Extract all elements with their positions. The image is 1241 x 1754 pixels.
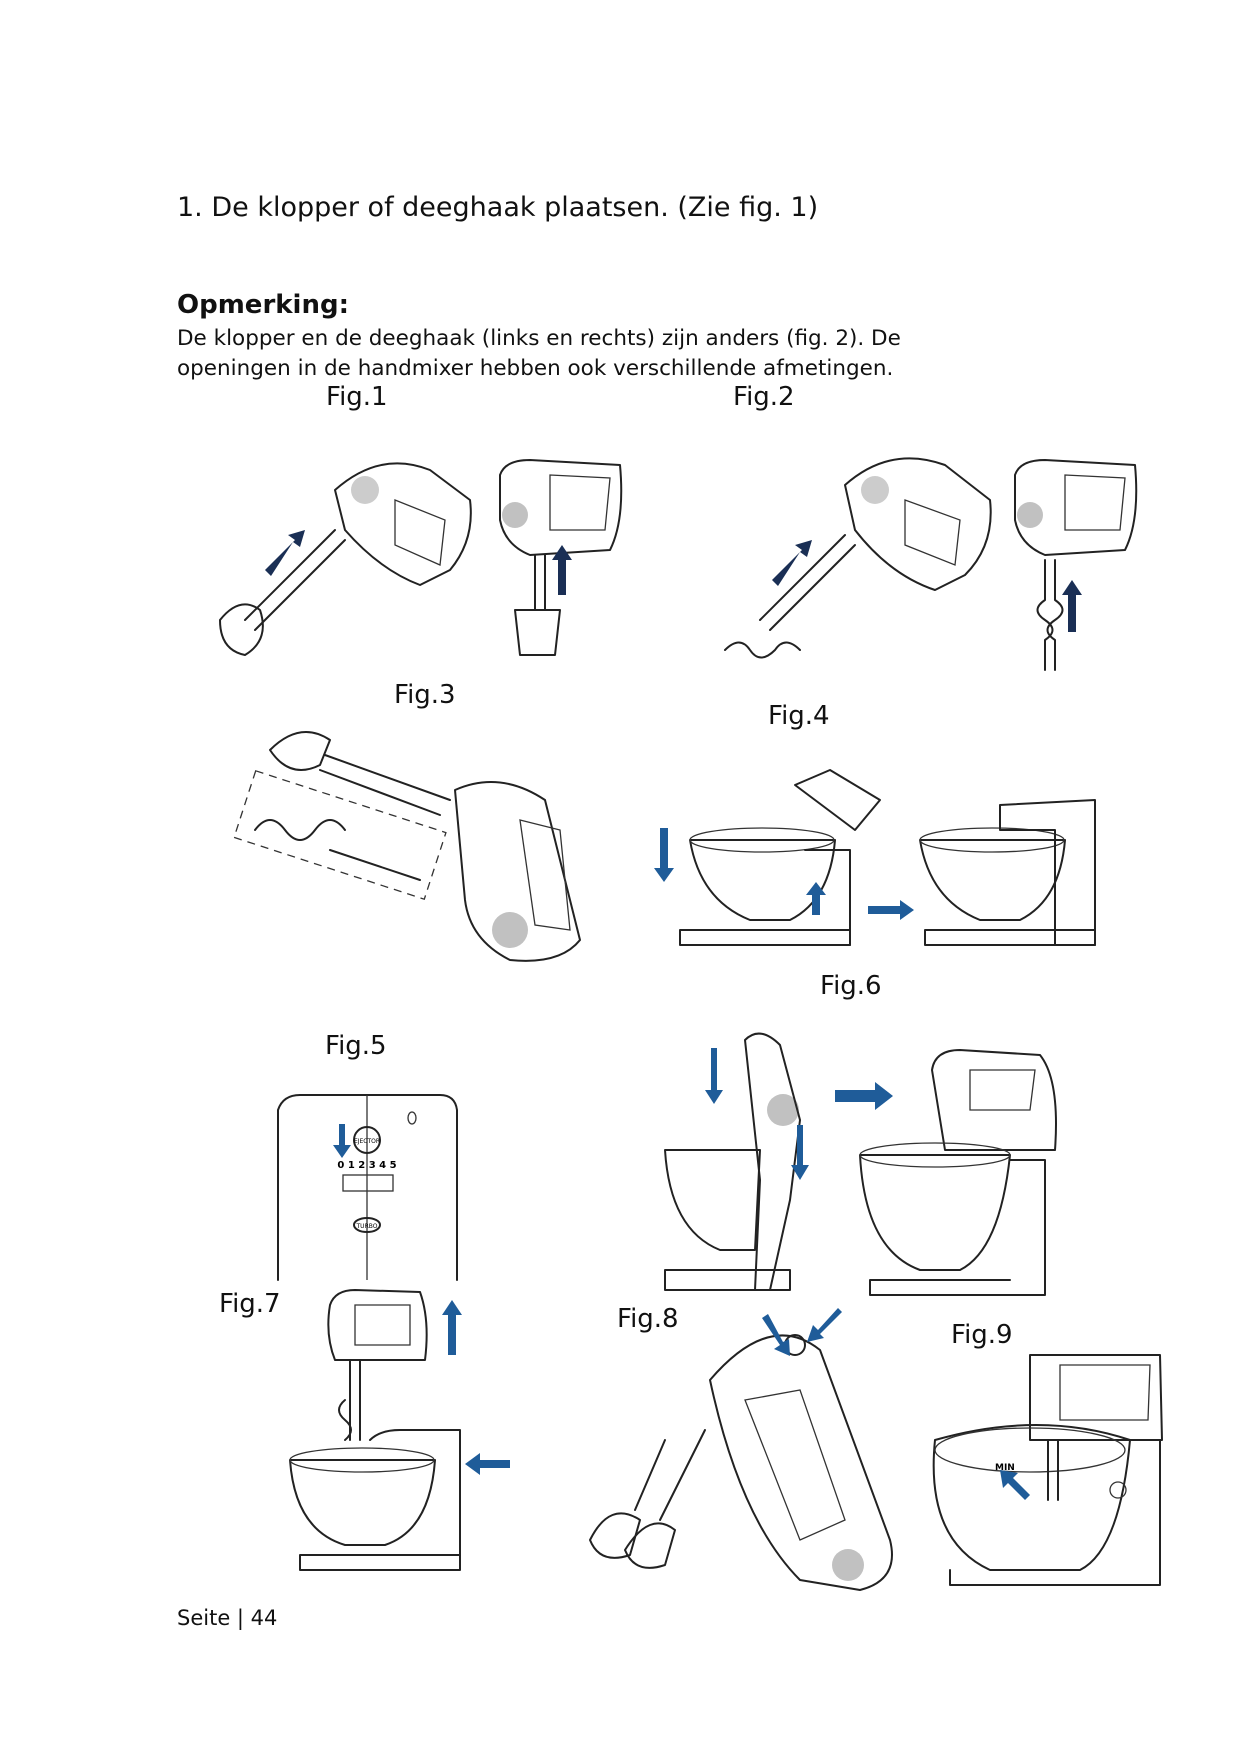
fig5-caption: Fig.5 [325, 1031, 387, 1061]
section-heading: 1. De klopper of deeghaak plaatsen. (Zie… [177, 192, 819, 223]
fig1-illustration [219, 459, 623, 656]
ejector-label: EJECTOR [354, 1138, 380, 1145]
turbo-label: TURBO [356, 1223, 378, 1230]
fig4-illustration [654, 769, 1096, 946]
fig3-caption: Fig.3 [394, 680, 456, 710]
fig5-illustration: EJECTOR 0 1 2 3 4 5 TURBO [277, 1094, 458, 1281]
fig7-illustration [289, 1289, 510, 1571]
fig2-caption: Fig.2 [733, 382, 795, 412]
note-line-2: openingen in de handmixer hebben ook ver… [177, 356, 894, 381]
fig9-caption: Fig.9 [951, 1320, 1013, 1350]
note-title: Opmerking: [177, 290, 349, 320]
speed-scale-label: 0 1 2 3 4 5 [337, 1160, 396, 1171]
fig6-caption: Fig.6 [820, 971, 882, 1001]
fig9-illustration: MIN [932, 1354, 1163, 1586]
fig8-caption: Fig.8 [617, 1304, 679, 1334]
fig2-illustration [724, 457, 1138, 671]
fig4-caption: Fig.4 [768, 701, 830, 731]
min-label: MIN [995, 1463, 1015, 1473]
fig3-illustration [233, 731, 581, 962]
fig1-caption: Fig.1 [326, 382, 388, 412]
note-line-1: De klopper en de deeghaak (links en rech… [177, 326, 901, 351]
fig6-illustration [664, 1032, 1057, 1296]
page-footer: Seite | 44 [177, 1606, 278, 1630]
fig7-caption: Fig.7 [219, 1289, 281, 1319]
fig8-illustration [589, 1308, 893, 1591]
